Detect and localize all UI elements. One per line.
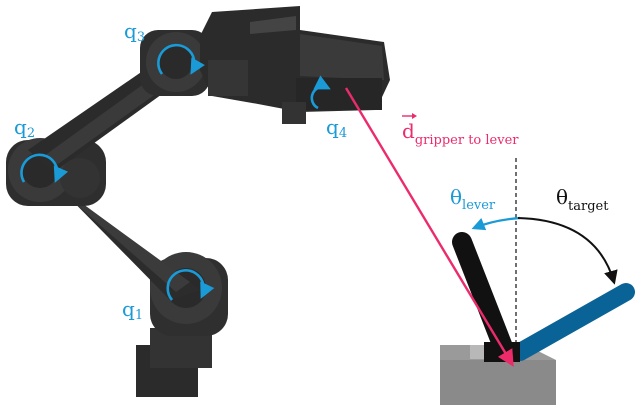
rotation-arrow-icon: [20, 43, 331, 301]
joint-label-q3: q3: [124, 19, 145, 45]
target-lever: [511, 283, 635, 361]
robot-arm: [6, 6, 390, 397]
q3-rotation-arrow: [157, 43, 205, 75]
vector-arrow-icon: [344, 87, 514, 367]
current-lever: [452, 232, 515, 362]
vector-label: dgripper to lever: [402, 113, 519, 148]
theta-lever-arc: [471, 216, 521, 231]
gripper: [200, 6, 390, 124]
joint-label-q4: q4: [326, 115, 347, 141]
q3-housing: [140, 30, 210, 96]
q2-rotation-arrow: [20, 153, 69, 183]
lower-link: [48, 176, 200, 300]
svg-text:dgripper to lever: dgripper to lever: [402, 119, 519, 148]
q1-rotation-arrow: [166, 269, 215, 301]
q4-rotation-arrow: [310, 75, 331, 110]
upper-link: [28, 66, 176, 172]
lever-assembly: [440, 158, 635, 405]
angle-arc-icon: [517, 217, 618, 285]
theta-lever-label: θlever: [450, 185, 496, 213]
joint-label-q1: q1: [122, 297, 143, 323]
joint-label-q2: q2: [14, 115, 35, 141]
theta-target-label: θtarget: [556, 185, 609, 214]
